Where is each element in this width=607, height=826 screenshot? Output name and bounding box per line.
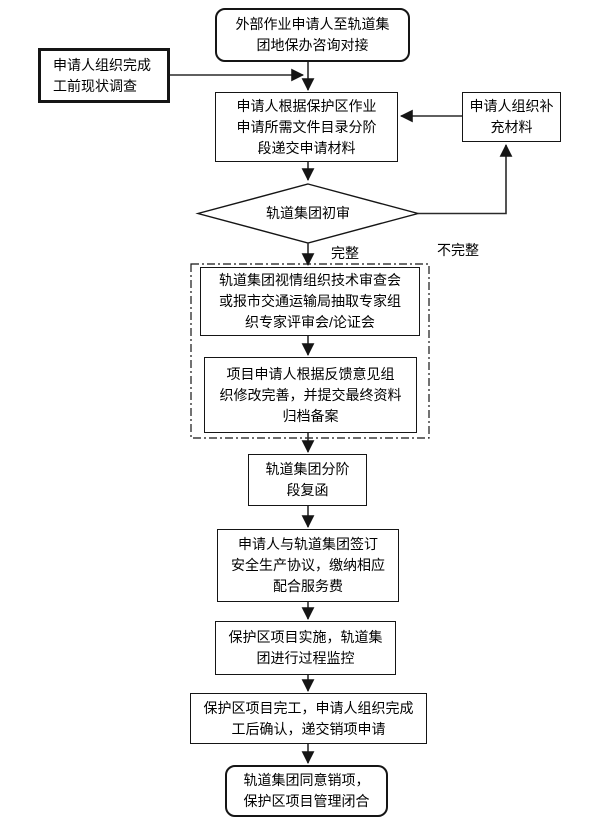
node-technical-review-meeting: 轨道集团视情组织技术审查会 或报市交通运输局抽取专家组 织专家评审会/论证会 (200, 267, 420, 336)
edge-label-incomplete: 不完整 (437, 242, 479, 258)
node-pre-construction-survey: 申请人组织完成 工前现状调查 (38, 48, 170, 103)
arrow-review-to-supplement (418, 143, 513, 215)
node-consult-start: 外部作业申请人至轨道集 团地保办咨询对接 (215, 8, 410, 62)
node-project-closure-end: 轨道集团同意销项， 保护区项目管理闭合 (225, 765, 388, 817)
node-staged-reply: 轨道集团分阶 段复函 (248, 454, 367, 506)
edge-label-complete: 完整 (331, 245, 359, 261)
node-implementation-monitoring: 保护区项目实施，轨道集 团进行过程监控 (215, 621, 396, 675)
node-supplement-materials: 申请人组织补 充材料 (462, 92, 561, 142)
diamond-initial-review-label: 轨道集团初审 (266, 204, 350, 221)
node-revise-and-archive: 项目申请人根据反馈意见组 织修改完善，并提交最终资料 归档备案 (204, 357, 417, 433)
node-submit-application-materials: 申请人根据保护区作业 申请所需文件目录分阶 段递交申请材料 (215, 92, 398, 162)
node-safety-agreement-fees: 申请人与轨道集团签订 安全生产协议，缴纳相应 配合服务费 (217, 529, 399, 602)
node-completion-confirmation: 保护区项目完工，申请人组织完成 工后确认，递交销项申请 (190, 693, 427, 744)
